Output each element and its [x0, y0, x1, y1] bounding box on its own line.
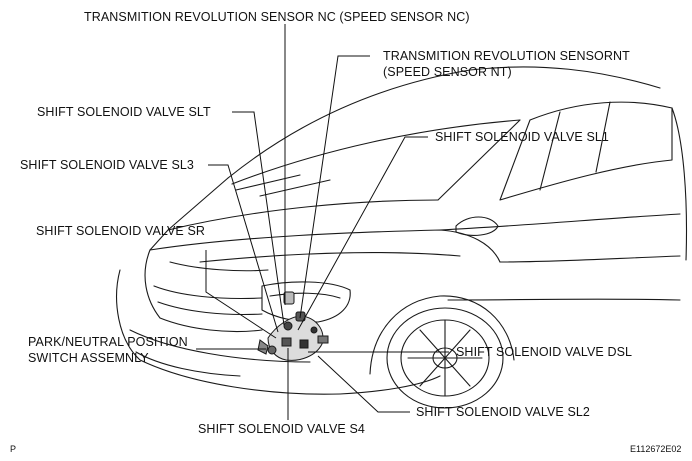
transmission-cluster	[268, 316, 323, 360]
car-body-side	[440, 214, 680, 230]
label-solenoid-sr: SHIFT SOLENOID VALVE SR	[36, 224, 206, 238]
leader-sl2	[318, 356, 410, 412]
car-wheel-arch	[370, 296, 514, 374]
label-park-neutral-line2: SWITCH ASSEMNLY	[28, 351, 149, 365]
label-speed-sensor-nt-line2: (SPEED SENSOR NT)	[383, 65, 512, 79]
car-side-window	[500, 102, 672, 200]
car-hood	[150, 230, 500, 262]
leader-slt	[232, 112, 284, 325]
label-speed-sensor-nt-line1: TRANSMITION REVOLUTION SENSORNT	[383, 49, 630, 63]
label-solenoid-dsl: SHIFT SOLENOID VALVE DSL	[456, 345, 633, 359]
label-solenoid-sl3: SHIFT SOLENOID VALVE SL3	[20, 158, 194, 172]
leader-speed-nt	[300, 56, 370, 318]
leader-sl1	[298, 137, 428, 330]
leader-sr	[206, 250, 276, 338]
car-wheel	[386, 307, 504, 409]
car-mirror	[456, 217, 498, 235]
label-speed-sensor-nc: TRANSMITION REVOLUTION SENSOR NC (SPEED …	[84, 10, 470, 24]
car-roof	[228, 67, 660, 178]
label-solenoid-sl1: SHIFT SOLENOID VALVE SL1	[435, 130, 609, 144]
car-windshield-top	[232, 120, 520, 184]
corner-mark-left: P	[10, 444, 17, 454]
label-solenoid-s4: SHIFT SOLENOID VALVE S4	[198, 422, 365, 436]
car-grille	[145, 250, 262, 332]
leader-sl3	[208, 165, 278, 332]
sensor-body	[283, 291, 295, 305]
label-solenoid-sl2: SHIFT SOLENOID VALVE SL2	[416, 405, 590, 419]
label-solenoid-slt: SHIFT SOLENOID VALVE SLT	[37, 105, 211, 119]
car-bumper	[117, 270, 440, 394]
label-park-neutral-line1: PARK/NEUTRAL POSITION	[28, 335, 188, 349]
figure-code: E112672E02	[630, 444, 682, 454]
car-windshield-base	[168, 200, 438, 230]
